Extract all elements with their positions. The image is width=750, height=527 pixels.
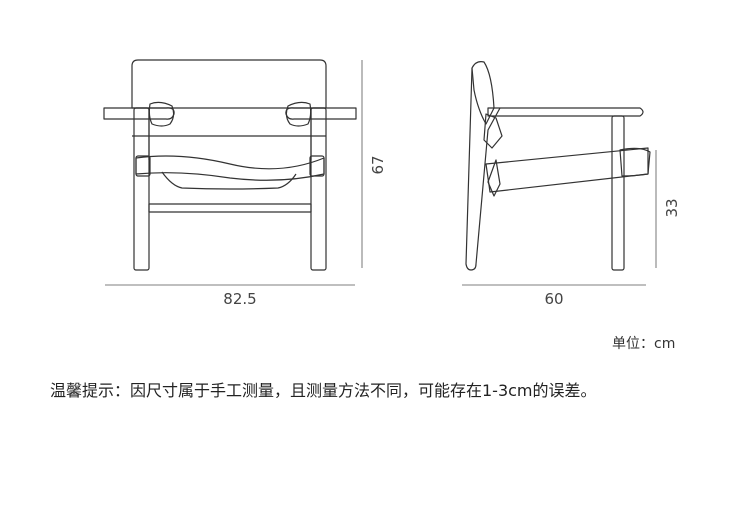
front-right-armrest <box>285 107 357 120</box>
front-seat-sling <box>135 155 325 181</box>
front-height-label: 67 <box>369 155 387 174</box>
side-backrest <box>471 61 495 125</box>
measurement-tip: 温馨提示：因尺寸属于手工测量，且测量方法不同，可能存在1-3cm的误差。 <box>50 381 597 400</box>
side-view-chair <box>465 61 651 271</box>
front-backrest <box>131 59 327 109</box>
front-width-label: 82.5 <box>223 290 256 308</box>
front-right-leg <box>310 107 327 271</box>
front-left-leg <box>133 107 150 271</box>
side-seat-height-label: 33 <box>663 198 681 217</box>
side-depth-label: 60 <box>544 290 563 308</box>
side-armrest <box>487 107 644 117</box>
front-view-chair <box>103 59 357 271</box>
unit-note: 单位：cm <box>612 336 676 352</box>
side-front-leg <box>611 115 625 271</box>
side-back-leg <box>465 67 501 271</box>
front-left-armrest <box>103 107 175 120</box>
front-stretcher <box>148 203 312 213</box>
